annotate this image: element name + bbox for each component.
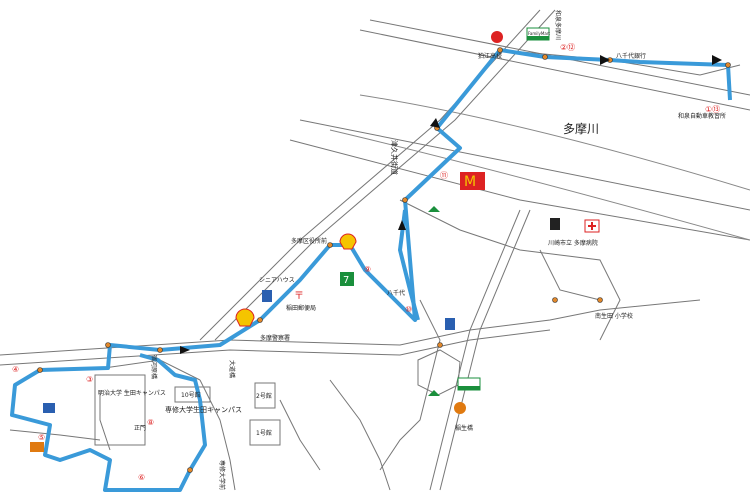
school-icon (550, 218, 560, 230)
marker-6: ⑥ (138, 473, 145, 482)
building-2-label: 2号館 (256, 392, 272, 400)
school-label-2: 南生田 小学校 (595, 312, 633, 320)
marker-1-13: ①⑬ (705, 105, 720, 114)
daiei-icon (454, 402, 466, 414)
senshu-univ-label: 専修大学生田キャンパス (165, 405, 242, 414)
senshu-station-label: 専修大学前 (218, 460, 226, 490)
road-label: 津久井街道 (390, 140, 399, 175)
roundabout (417, 349, 461, 396)
bank-label: 八千代銀行 (616, 52, 646, 60)
convenience-icon: 7 (340, 272, 354, 286)
building-1 (249, 419, 281, 446)
hospital-label: 川崎市立 多摩病院 (548, 239, 598, 247)
marker-11: ⑪ (440, 171, 448, 180)
building-10 (174, 386, 211, 403)
svg-text:M: M (464, 174, 476, 190)
river-label: 多摩川 (563, 121, 599, 136)
restaurant-icon (491, 31, 503, 43)
hospital-icon (584, 219, 600, 233)
bridge-label-3: 宿河原橋 (150, 355, 158, 379)
school-label: 狛江高校 (478, 52, 502, 60)
ward-office-label: 多摩区役所前 (291, 237, 327, 245)
route-waypoints (37, 47, 731, 473)
police-label: 多摩警察署 (260, 334, 290, 342)
shell-icon (339, 233, 357, 250)
direction-arrows (180, 55, 722, 354)
bus-icon (30, 442, 44, 452)
marker-10: ⑩ (405, 305, 412, 314)
shell-icon (235, 308, 255, 327)
meiji-univ-label: 明治大学 生田キャンパス (98, 389, 166, 397)
bridge-label-2: 大道橋 (228, 360, 236, 378)
river-bank (359, 94, 750, 191)
familymart-icon (457, 377, 481, 391)
marker-8: ⑧ (147, 418, 154, 427)
mcdonalds-icon: M (460, 172, 485, 190)
gate-label: 正門 (134, 425, 146, 432)
post-office-icon: 〒 (294, 291, 304, 302)
station-label: 和泉多摩川 (554, 10, 562, 40)
bank-icon (445, 318, 455, 330)
driving-school-label: 和泉自動車教習所 (678, 112, 726, 120)
route-markers: ①⑬ ②⑫ ③ ④ ⑤ ⑥ ⑧ ⑨ ⑩ ⑪ (12, 43, 720, 482)
building-10-label: 10号館 (181, 391, 201, 399)
police-icon (262, 290, 272, 302)
post-office-label: 稲田郵便局 (286, 304, 316, 312)
svg-text:〒: 〒 (294, 291, 304, 302)
marker-5: ⑤ (38, 433, 45, 442)
marker-3: ③ (86, 375, 93, 384)
senior-label: シニアハウス (259, 276, 295, 284)
building-2 (254, 382, 276, 409)
familymart-label: FamilyMart (528, 31, 550, 36)
meiji-campus-area (94, 374, 146, 446)
bridge-label: 稲生橋 (455, 424, 473, 432)
marker-4: ④ (12, 365, 19, 374)
tree-icon (428, 206, 440, 396)
svg-text:7: 7 (343, 275, 349, 286)
area-label: 八千代 (387, 289, 405, 297)
building-1-label: 1号館 (256, 429, 272, 437)
road-network (0, 9, 750, 491)
marker-2-12: ②⑫ (560, 43, 575, 52)
station-icon (43, 403, 55, 413)
marker-9: ⑨ (364, 265, 371, 274)
river-bank (329, 129, 750, 241)
familymart-icon (526, 27, 550, 41)
